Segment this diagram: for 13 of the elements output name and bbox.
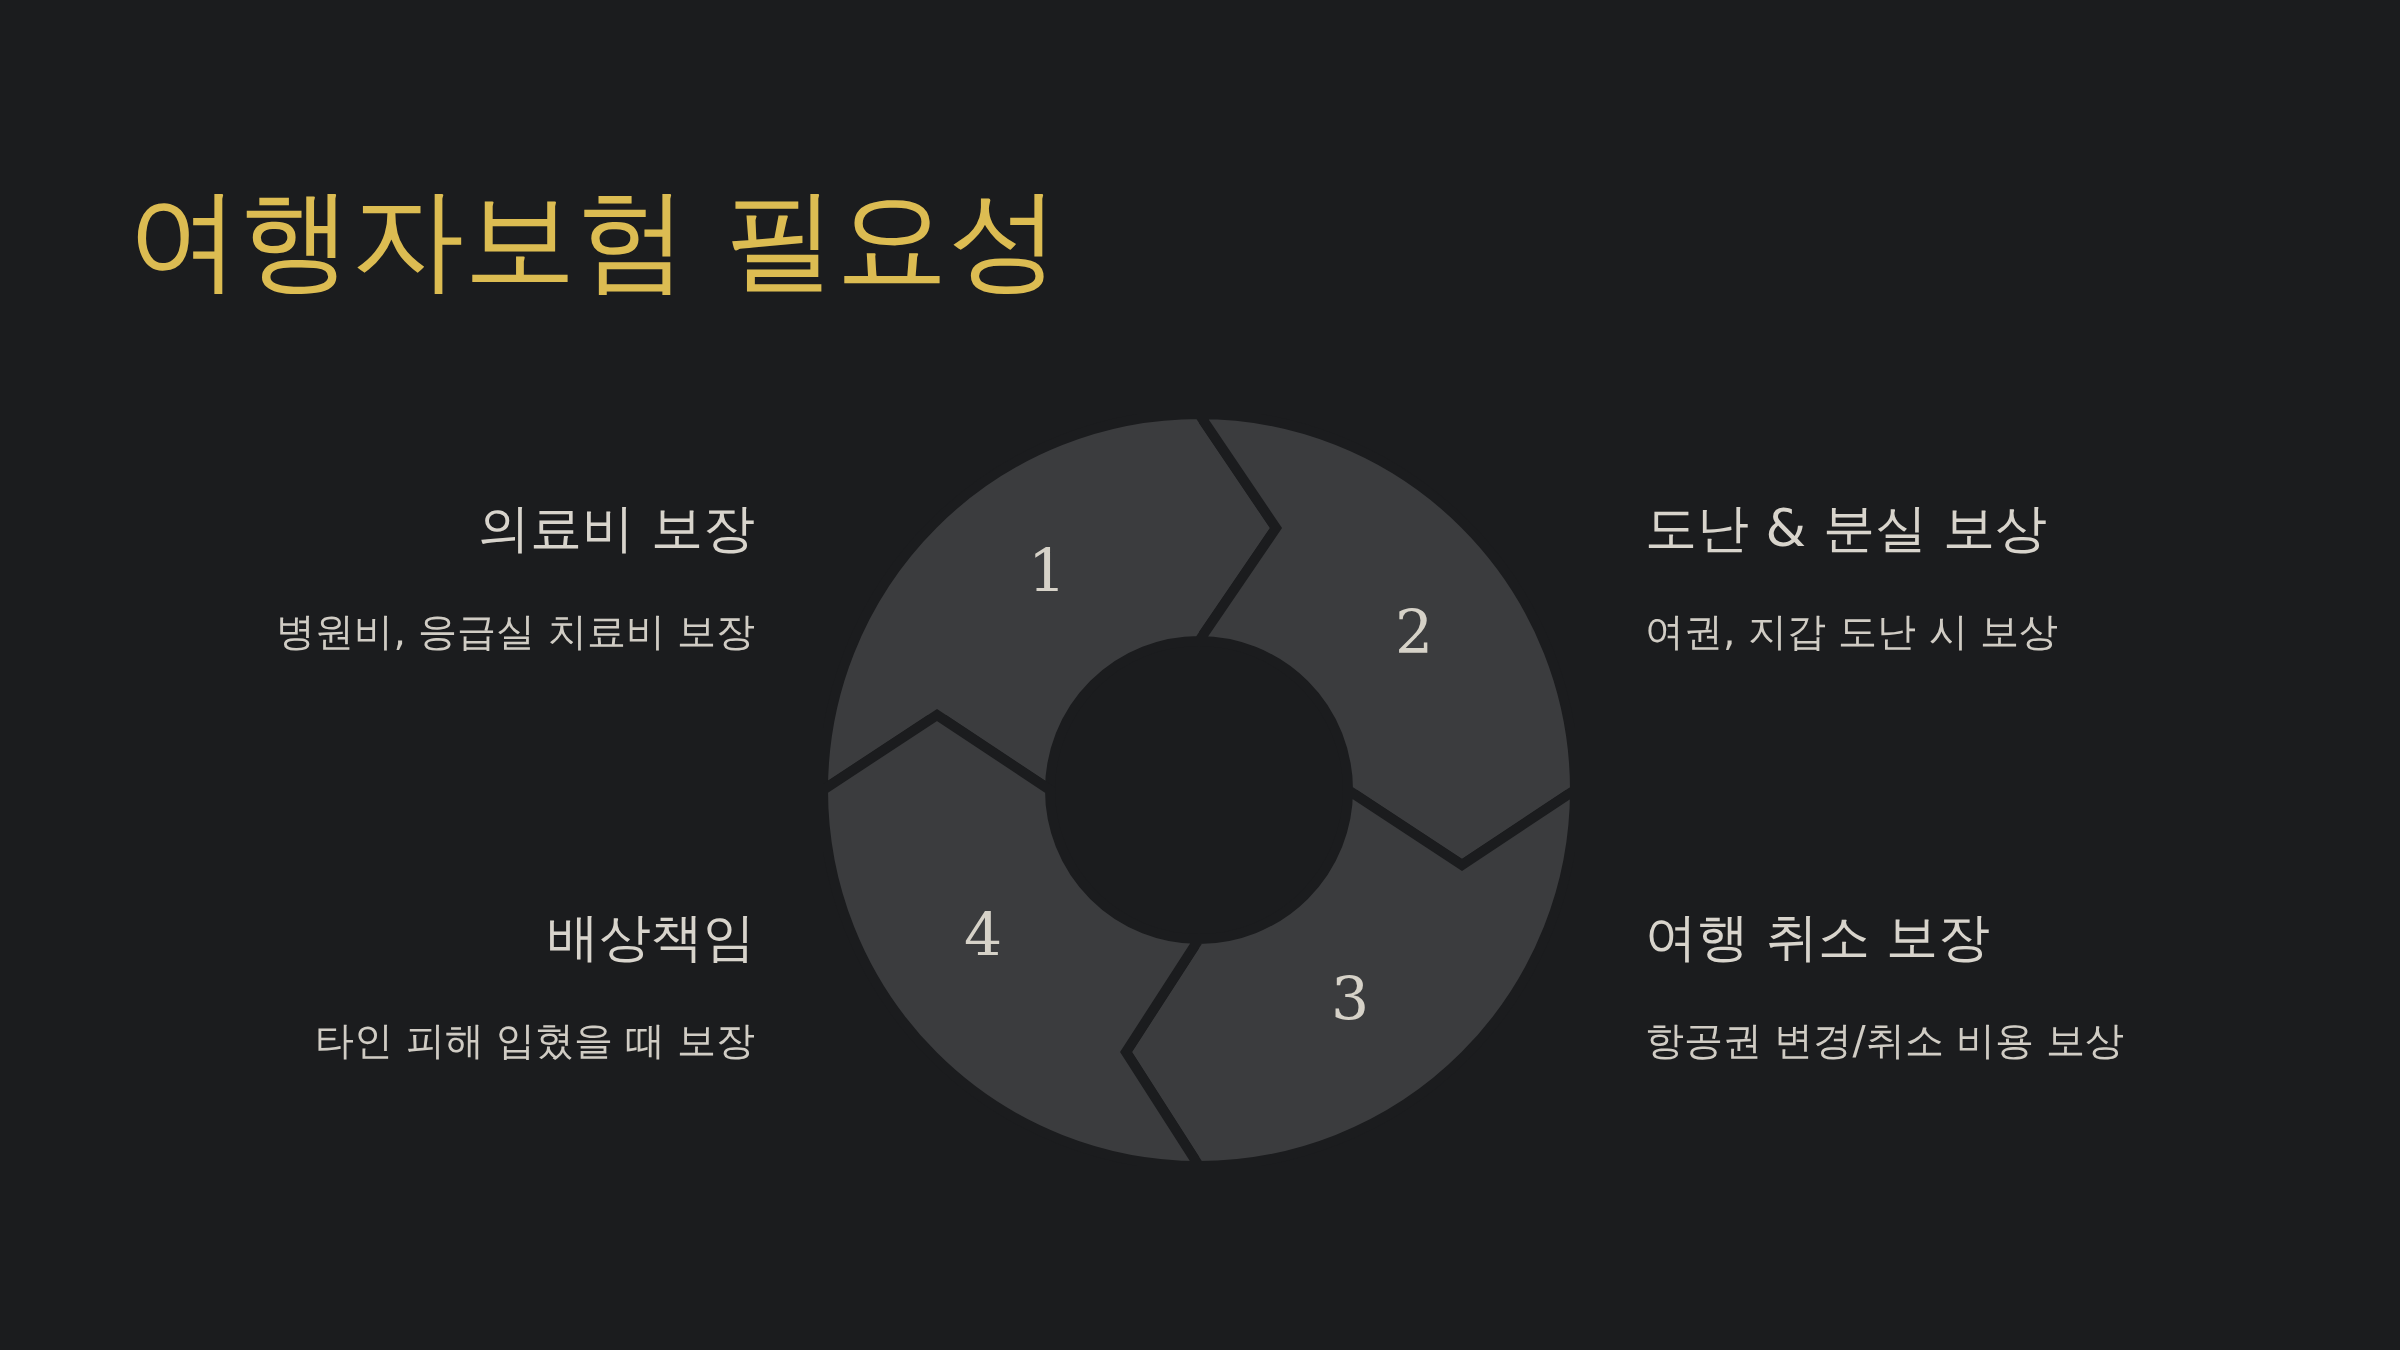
title: 여행자보험 필요성 xyxy=(128,178,1060,302)
description: 병원비, 응급실 치료비 보장 xyxy=(276,608,755,656)
description: 타인 피해 입혔을 때 보장 xyxy=(315,1017,755,1065)
step-number: 3 xyxy=(1330,969,1370,1029)
heading: 의료비 보장 xyxy=(478,496,755,560)
step-number: 2 xyxy=(1394,602,1434,662)
heading: 여행 취소 보장 xyxy=(1645,905,1991,969)
description: 항공권 변경/취소 비용 보상 xyxy=(1645,1017,2125,1065)
description: 여권, 지갑 도난 시 보상 xyxy=(1645,608,2058,656)
step-number: 1 xyxy=(1027,541,1067,601)
step-number: 4 xyxy=(963,905,1003,965)
heading: 배상책임 xyxy=(547,905,755,969)
heading: 도난 & 분실 보상 xyxy=(1645,496,2048,560)
